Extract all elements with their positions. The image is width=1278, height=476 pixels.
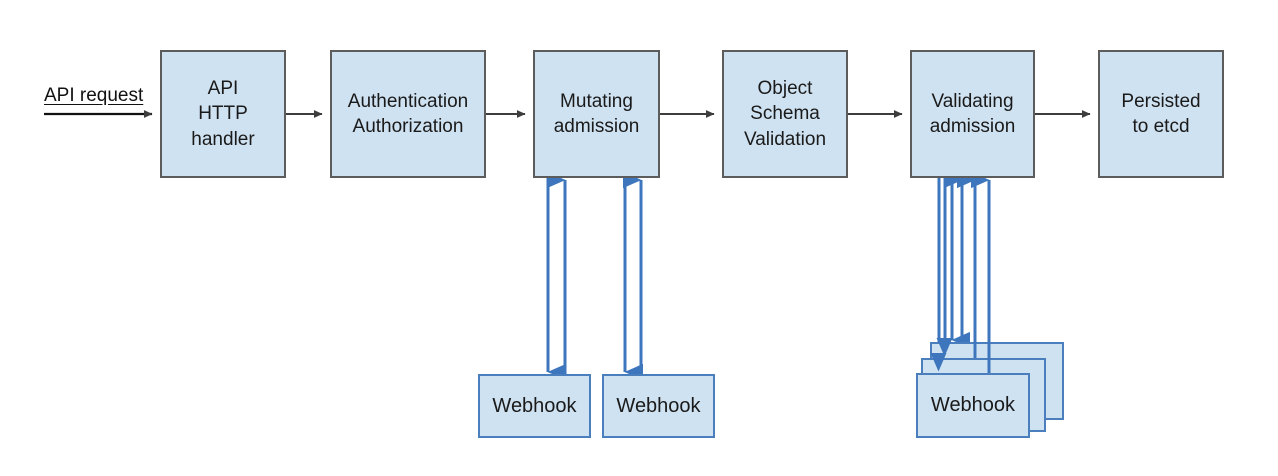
node-mutating-admission[interactable]: Mutating admission [533,50,660,178]
node-authentication-authorization[interactable]: Authentication Authorization [330,50,486,178]
node-validating-webhook-front-label: Webhook [930,394,1016,417]
node-persisted-to-etcd-label: Persisted to etcd [1121,90,1201,137]
node-validating-webhook-front[interactable]: Webhook [916,373,1030,438]
api-request-label: API request [44,85,144,106]
node-validating-admission-label: Validating admission [929,90,1016,137]
node-mutating-webhook-1-label: Webhook [492,394,577,417]
node-persisted-to-etcd[interactable]: Persisted to etcd [1098,50,1224,178]
node-mutating-webhook-1[interactable]: Webhook [478,374,591,438]
node-mutating-admission-label: Mutating admission [553,90,640,137]
node-api-http-handler-label: API HTTP handler [191,78,255,150]
node-authentication-authorization-label: Authentication Authorization [347,90,469,137]
node-mutating-webhook-2-label: Webhook [616,394,701,417]
node-object-schema-validation-label: Object Schema Validation [743,78,827,150]
node-object-schema-validation[interactable]: Object Schema Validation [722,50,848,178]
node-validating-admission[interactable]: Validating admission [910,50,1035,178]
node-api-http-handler[interactable]: API HTTP handler [160,50,286,178]
node-mutating-webhook-2[interactable]: Webhook [602,374,715,438]
